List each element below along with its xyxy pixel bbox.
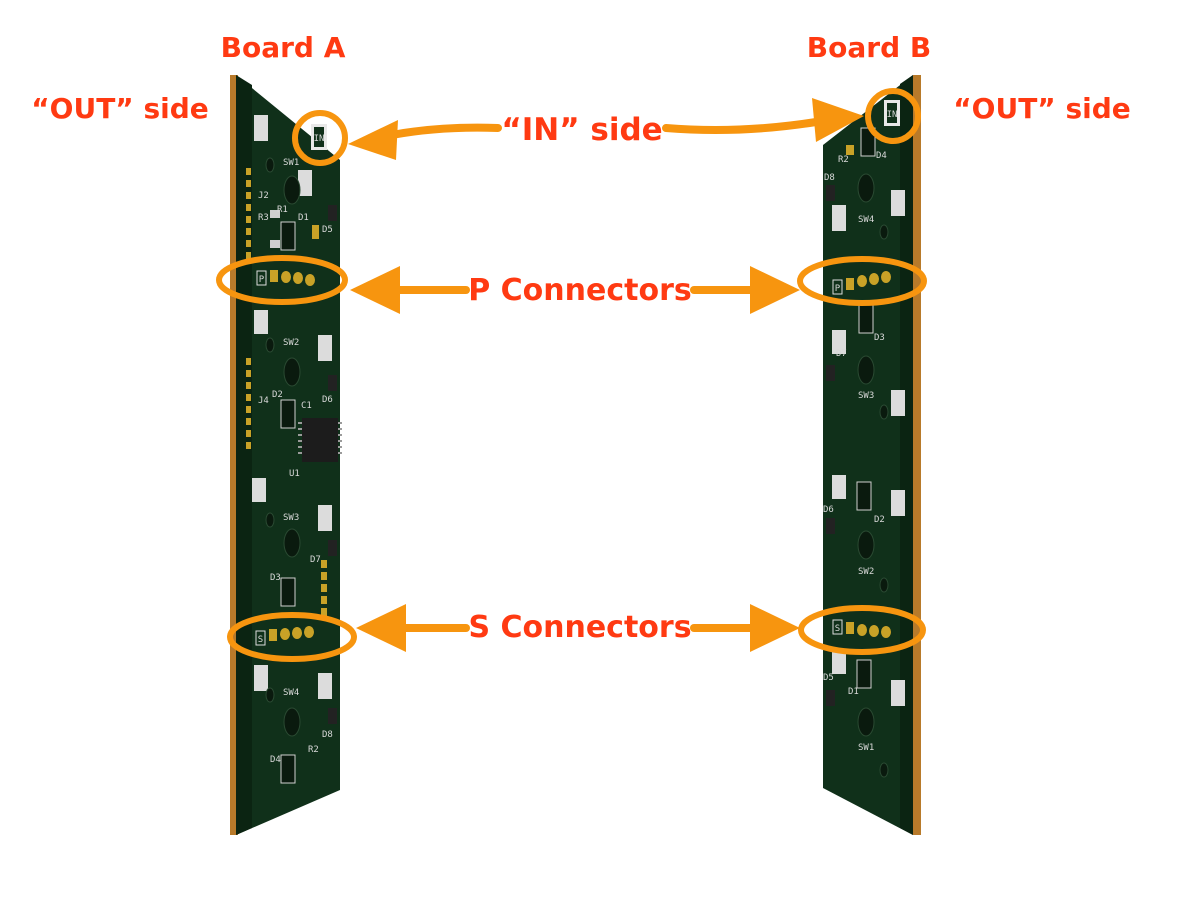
board-a-pads — [252, 115, 332, 699]
board-a-s-connector: S — [255, 626, 314, 646]
arrow-in-to-board-a — [388, 123, 502, 139]
svg-text:SW2: SW2 — [283, 338, 299, 348]
svg-text:R2: R2 — [838, 155, 849, 165]
svg-text:D5: D5 — [823, 673, 834, 683]
s-connectors-label: S Connectors — [468, 610, 691, 645]
board-a: IN — [230, 75, 342, 835]
svg-text:SW4: SW4 — [858, 215, 874, 225]
svg-text:J2: J2 — [258, 191, 269, 201]
board-a-silkscreen: SW1 D1 D5 R1 R3 J2 SW2 D2 D6 C1 U1 J4 SW… — [258, 158, 333, 765]
svg-text:P: P — [259, 275, 265, 285]
svg-text:SW1: SW1 — [858, 743, 874, 753]
board-b-s-connector: S — [832, 619, 891, 638]
svg-text:S: S — [258, 635, 263, 645]
board-a-chip-u1 — [302, 418, 338, 462]
svg-text:SW1: SW1 — [283, 158, 299, 168]
svg-text:D4: D4 — [876, 151, 887, 161]
svg-text:D5: D5 — [322, 225, 333, 235]
svg-text:D8: D8 — [824, 173, 835, 183]
board-a-components — [270, 205, 342, 784]
board-b-title: Board B — [807, 31, 931, 64]
callout-arrows — [348, 98, 864, 652]
svg-text:D3: D3 — [270, 573, 281, 583]
callout-highlights — [216, 88, 927, 662]
arrow-in-to-board-b — [662, 118, 820, 134]
svg-text:R1: R1 — [277, 205, 288, 215]
board-b-s-ellipse — [798, 605, 926, 655]
in-side-label: “IN” side — [501, 112, 662, 148]
board-a-switch-holes — [265, 157, 301, 737]
board-b-pcb — [823, 75, 913, 835]
board-a-pcb-shade — [236, 75, 252, 835]
board-b-silkscreen: D4 R2 D8 SW4 D3 D7 SW3 D6 D2 SW2 D5 D1 S… — [823, 151, 887, 753]
board-a-out-label: “OUT” side — [31, 92, 209, 125]
board-b-edge — [913, 75, 921, 835]
svg-text:IN: IN — [314, 134, 325, 144]
board-b-p-connector: P — [832, 271, 891, 295]
p-connectors-label: P Connectors — [468, 273, 692, 308]
svg-text:D7: D7 — [310, 555, 321, 565]
svg-text:D1: D1 — [298, 213, 309, 223]
board-b-in-circle — [865, 88, 921, 144]
board-a-title: Board A — [221, 31, 346, 64]
svg-text:D7: D7 — [836, 349, 847, 359]
svg-text:U1: U1 — [289, 469, 300, 479]
svg-text:C1: C1 — [301, 401, 312, 411]
svg-text:D1: D1 — [848, 687, 859, 697]
board-b-p-ellipse — [797, 256, 927, 306]
svg-text:R2: R2 — [308, 745, 319, 755]
svg-text:D2: D2 — [874, 515, 885, 525]
svg-text:SW3: SW3 — [283, 513, 299, 523]
svg-text:SW4: SW4 — [283, 688, 299, 698]
board-b-pads — [832, 190, 905, 706]
svg-text:D3: D3 — [874, 333, 885, 343]
svg-text:P: P — [835, 284, 841, 294]
board-a-s-ellipse — [227, 612, 357, 662]
board-a-in-circle — [292, 110, 348, 166]
svg-text:SW2: SW2 — [858, 567, 874, 577]
diagram-labels: Board A Board B “OUT” side “OUT” side “I… — [31, 31, 1131, 645]
board-b-out-label: “OUT” side — [953, 92, 1131, 125]
board-b-pcb-shade — [900, 75, 913, 835]
board-a-p-connector: P — [256, 270, 315, 286]
svg-text:IN: IN — [887, 110, 898, 120]
svg-text:D2: D2 — [272, 390, 283, 400]
svg-text:R3: R3 — [258, 213, 269, 223]
svg-text:D6: D6 — [322, 395, 333, 405]
board-b: IN — [823, 75, 921, 835]
board-b-switch-holes — [857, 173, 889, 778]
board-a-p-ellipse — [216, 255, 348, 305]
board-a-header-pins — [246, 168, 251, 449]
svg-text:S: S — [835, 624, 840, 634]
svg-text:D8: D8 — [322, 730, 333, 740]
svg-text:J4: J4 — [258, 396, 269, 406]
svg-text:D6: D6 — [823, 505, 834, 515]
svg-text:SW3: SW3 — [858, 391, 874, 401]
svg-text:D4: D4 — [270, 755, 281, 765]
